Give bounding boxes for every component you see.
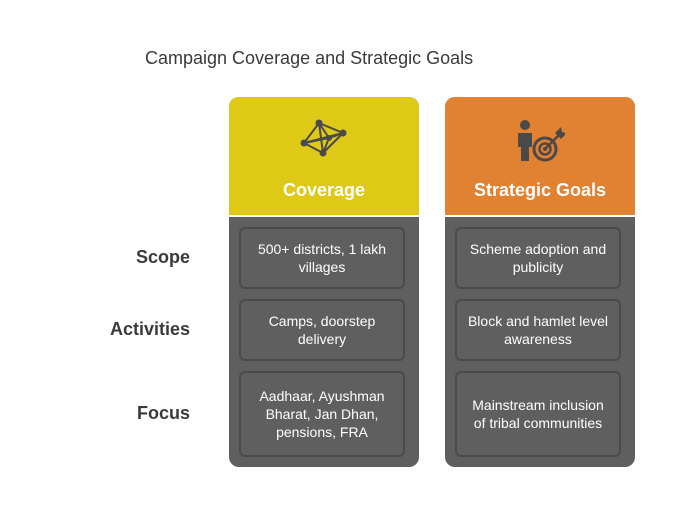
column-header-coverage: Coverage bbox=[229, 97, 419, 217]
column-header-strategic-goals: Strategic Goals bbox=[445, 97, 635, 217]
cell-goals-scope: Scheme adoption and publicity bbox=[455, 227, 621, 289]
column-strategic-goals: Strategic Goals Scheme adoption and publ… bbox=[445, 97, 635, 467]
row-label-activities: Activities bbox=[109, 319, 190, 339]
person-target-icon bbox=[515, 117, 567, 172]
cell-coverage-activities: Camps, doorstep delivery bbox=[239, 299, 405, 361]
cell-coverage-scope: 500+ districts, 1 lakh villages bbox=[239, 227, 405, 289]
row-label-scope: Scope bbox=[135, 247, 190, 267]
cell-goals-focus: Mainstream inclusion of tribal communiti… bbox=[455, 371, 621, 457]
network-icon bbox=[299, 117, 349, 162]
diagram-title: Campaign Coverage and Strategic Goals bbox=[145, 48, 474, 68]
row-label-focus: Focus bbox=[136, 403, 190, 423]
cell-goals-activities: Block and hamlet level awareness bbox=[455, 299, 621, 361]
cell-coverage-focus: Aadhaar, Ayushman Bharat, Jan Dhan, pens… bbox=[239, 371, 405, 457]
column-title-coverage: Coverage bbox=[282, 180, 366, 200]
column-title-strategic-goals: Strategic Goals bbox=[473, 180, 607, 200]
column-coverage: Coverage 500+ districts, 1 lakh villages… bbox=[229, 97, 419, 467]
